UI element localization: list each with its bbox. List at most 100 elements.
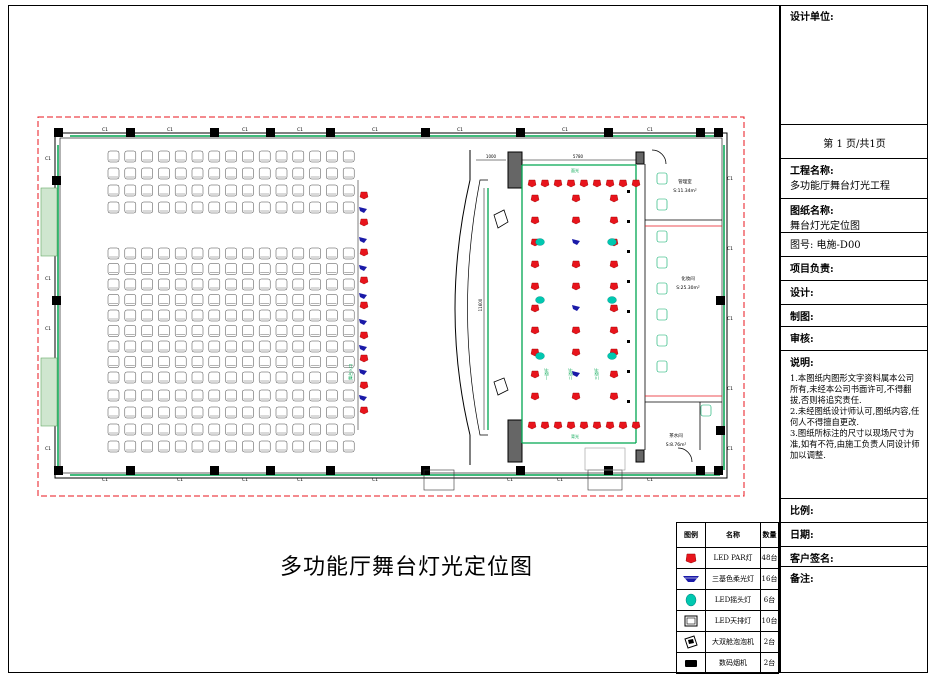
seat [107, 294, 120, 306]
seat [208, 184, 221, 197]
column-tag: C1 [45, 326, 51, 332]
column [210, 128, 219, 137]
seat [225, 278, 237, 291]
bar-label-3: 三道杆 [593, 368, 599, 380]
seat [242, 356, 254, 368]
soft-light [359, 319, 367, 325]
par-light [579, 179, 589, 188]
control-room-name: 管理室 [678, 178, 692, 185]
par-light [359, 276, 369, 285]
seat [225, 440, 237, 453]
seat [124, 278, 137, 291]
seat [107, 356, 120, 368]
smoke-machines [493, 209, 509, 396]
outer-walls [54, 132, 728, 479]
seat [309, 294, 321, 306]
seat [191, 294, 204, 306]
seat [141, 340, 153, 353]
side-chair [656, 198, 668, 211]
seat [275, 440, 288, 453]
legend-row: LED PAR灯 48台 [676, 547, 779, 569]
seat [191, 167, 204, 180]
par-light [359, 218, 369, 227]
column [604, 466, 613, 475]
par-light [553, 421, 563, 430]
side-chair [656, 256, 668, 269]
seat [326, 440, 338, 453]
column [210, 466, 219, 475]
soft-light [359, 345, 367, 351]
seat [275, 356, 288, 368]
bar-mark [627, 370, 630, 373]
column [52, 296, 61, 305]
seat [107, 440, 120, 453]
water-room-area: S:8.76m² [666, 442, 687, 448]
dressing-room-name: 化妆间 [681, 275, 695, 282]
note-3: 3.图纸所标注的尺寸以现场尺寸为准,如有不符,由施工负责人同设计师加以调整. [790, 428, 920, 460]
seat [158, 325, 170, 337]
par-light [609, 282, 619, 291]
column [421, 128, 430, 137]
column [54, 466, 63, 475]
side-chair [656, 308, 668, 321]
par-light [571, 216, 581, 225]
par-light [540, 421, 550, 430]
column [604, 128, 613, 137]
seat [326, 309, 338, 322]
column-tag: C1 [372, 127, 378, 133]
seat [242, 167, 254, 180]
seat [158, 247, 170, 260]
side-chair [656, 360, 668, 373]
column [126, 128, 135, 137]
seat [258, 371, 271, 384]
seat [208, 406, 221, 419]
par-light [530, 304, 540, 313]
par-light [618, 179, 628, 188]
side-chair [656, 230, 668, 243]
par-light [359, 406, 369, 415]
seat [158, 406, 170, 419]
seat [292, 201, 305, 214]
seat [275, 406, 288, 419]
par-light [540, 179, 550, 188]
seat [191, 184, 204, 197]
column [266, 466, 275, 475]
seat [208, 325, 221, 337]
column [516, 128, 525, 137]
column-tag: C1 [727, 386, 733, 392]
seat [309, 167, 321, 180]
seat [141, 184, 153, 197]
seat [292, 389, 305, 402]
legend-row: LED天排灯 10台 [676, 610, 779, 632]
seat [208, 263, 221, 275]
seat [208, 294, 221, 306]
seat [174, 356, 187, 368]
par-light [359, 354, 369, 363]
par-light [571, 260, 581, 269]
seat [225, 340, 237, 353]
seat [258, 184, 271, 197]
tb-drawing-name: 图纸名称: 舞台灯光定位图 [781, 199, 928, 233]
seat [158, 201, 170, 214]
seat [275, 423, 288, 436]
seat [174, 325, 187, 337]
column-tag: C1 [242, 477, 248, 483]
seat [158, 167, 170, 180]
seat [292, 325, 305, 337]
seat [191, 440, 204, 453]
seat [141, 263, 153, 275]
seat [326, 325, 338, 337]
moving-head [607, 238, 617, 246]
seat [258, 167, 271, 180]
tb-client-sign: 客户签名: [781, 547, 928, 567]
seat [309, 423, 321, 436]
side-chair [656, 282, 668, 295]
soft-light [572, 239, 580, 245]
seat [242, 263, 254, 275]
seat [342, 356, 355, 368]
seat [258, 389, 271, 402]
legend-header-icon: 图例 [676, 522, 706, 548]
seat [275, 294, 288, 306]
bar-label-2: 二道杆 [567, 368, 573, 380]
